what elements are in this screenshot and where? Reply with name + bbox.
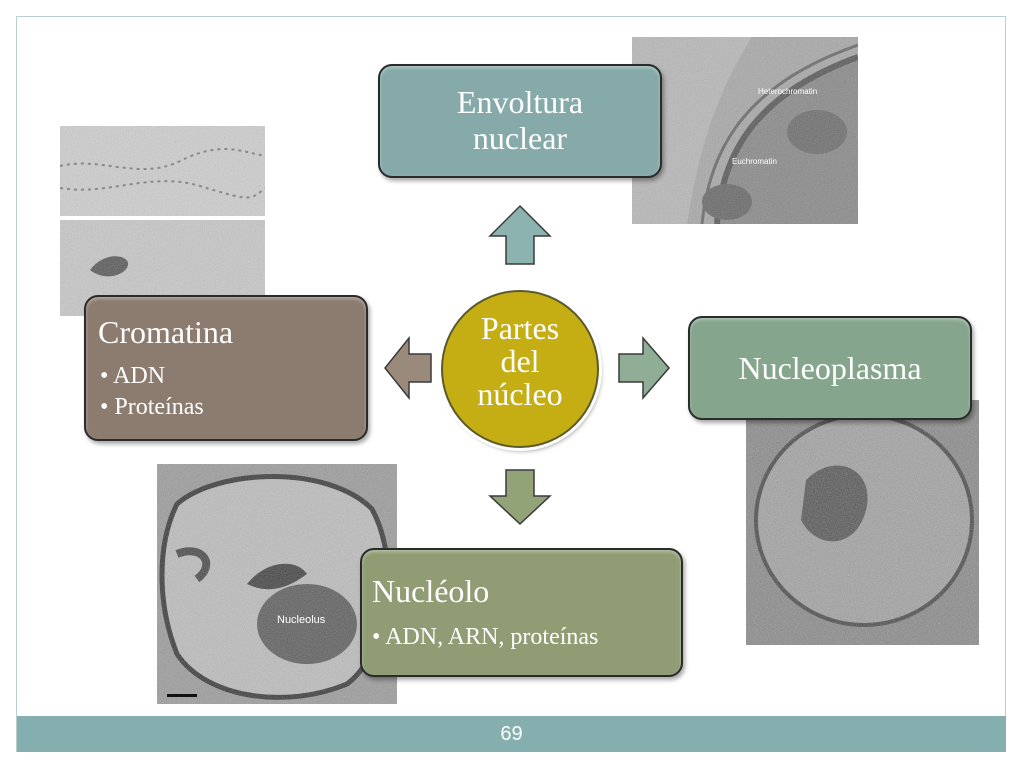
list-item: Proteínas [100, 392, 203, 423]
chromatin-list: ADN Proteínas [100, 361, 204, 423]
envelope-micrograph: Heterochromatin Euchromatin [632, 37, 858, 224]
heterochromatin-label: Heterochromatin [758, 87, 817, 96]
center-node: Partes del núcleo [441, 290, 599, 448]
list-item: ADN, ARN, proteínas [372, 622, 598, 653]
envelope-title: Envoltura nuclear [456, 84, 584, 156]
nucleolus-title: Nucléolo [372, 573, 490, 609]
nucleolus-node: Nucléolo ADN, ARN, proteínas [360, 548, 683, 677]
envelope-node: Envoltura nuclear [378, 64, 662, 178]
nucleoplasm-micrograph [746, 400, 979, 645]
list-item: ADN [100, 361, 204, 392]
nucleolus-micrograph: Nucleolus [157, 464, 397, 704]
nucleolus-label: Nucleolus [277, 614, 326, 626]
chromatin-micrograph-top [60, 126, 265, 216]
center-label: Partes del núcleo [477, 310, 563, 412]
page-number: 69 [500, 723, 523, 745]
nucleoplasm-node: Nucleoplasma [688, 316, 972, 420]
chromatin-node: Cromatina ADN Proteínas [84, 295, 368, 441]
arrow-left-icon [384, 336, 432, 400]
arrow-up-icon [488, 204, 552, 265]
euchromatin-label: Euchromatin [732, 157, 777, 166]
arrow-right-icon [618, 336, 670, 400]
chromatin-title: Cromatina [98, 314, 234, 350]
arrow-down-icon [488, 469, 552, 526]
slide-footer: 69 [17, 716, 1006, 752]
nucleolus-list: ADN, ARN, proteínas [372, 622, 598, 653]
nucleoplasm-title: Nucleoplasma [738, 350, 922, 386]
